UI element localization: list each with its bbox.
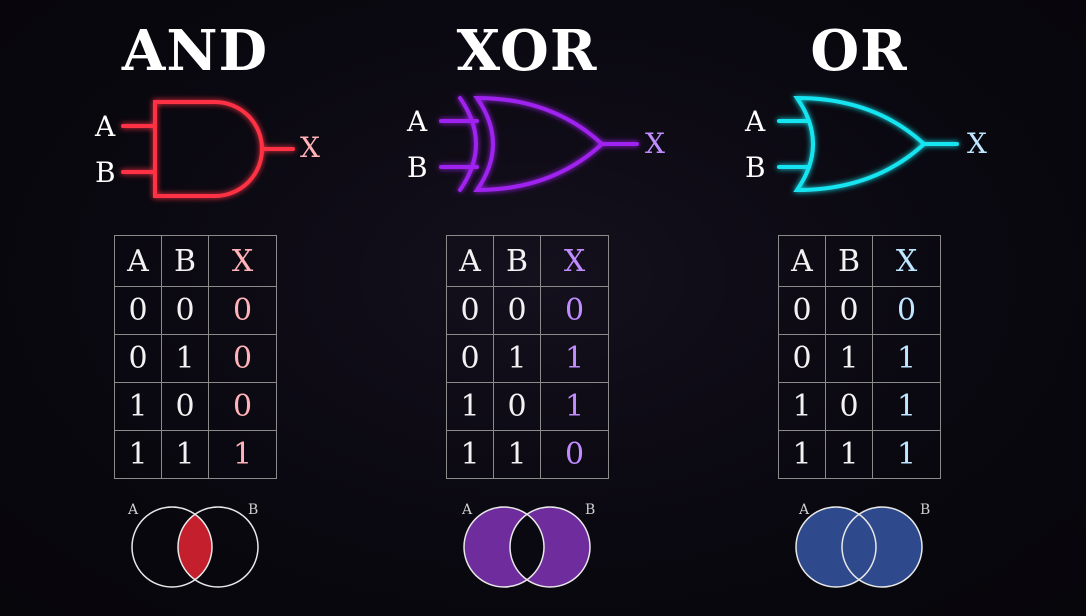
cell-x: 0: [540, 430, 609, 479]
cell-a: 0: [778, 286, 826, 335]
header-b: B: [493, 235, 541, 287]
cell-a: 1: [446, 382, 494, 431]
xor-gate-path: [439, 95, 639, 193]
header-x: X: [540, 235, 609, 287]
and-gate-path: [121, 100, 295, 198]
venn-circle-b: [509, 506, 591, 588]
header-b: B: [825, 235, 873, 287]
cell-b: 1: [493, 334, 541, 383]
venn-diagram-union: [795, 506, 923, 588]
output-x-label: X: [967, 127, 987, 160]
or-gate-symbol: [777, 95, 959, 193]
cell-a: 0: [446, 286, 494, 335]
header-x: X: [208, 235, 277, 287]
input-b-label: B: [745, 151, 766, 184]
header-x: X: [872, 235, 941, 287]
venn-intersection-empty: [510, 507, 544, 587]
venn-label-a: A: [462, 502, 473, 518]
output-x-label: X: [645, 127, 665, 160]
gate-title: AND: [121, 18, 269, 84]
input-b-label: B: [407, 151, 428, 184]
cell-b: 1: [161, 334, 209, 383]
venn-label-a: A: [128, 502, 139, 518]
venn-label-b: B: [585, 502, 596, 518]
venn-circle-a: [795, 506, 877, 588]
cell-b: 0: [161, 382, 209, 431]
cell-x: 1: [872, 430, 941, 479]
cell-x: 1: [872, 382, 941, 431]
header-a: A: [778, 235, 826, 287]
input-a-label: A: [745, 105, 766, 138]
venn-diagram-intersection: [131, 506, 259, 588]
input-a-label: A: [95, 110, 116, 143]
xor-gate-symbol: [439, 95, 639, 193]
cell-b: 1: [493, 430, 541, 479]
cell-a: 0: [446, 334, 494, 383]
cell-b: 0: [825, 286, 873, 335]
cell-a: 1: [114, 430, 162, 479]
cell-x: 1: [540, 382, 609, 431]
cell-b: 0: [825, 382, 873, 431]
venn-label-b: B: [920, 502, 931, 518]
gate-title: XOR: [456, 18, 598, 84]
cell-b: 0: [161, 286, 209, 335]
venn-label-a: A: [799, 502, 810, 518]
cell-a: 1: [114, 382, 162, 431]
gate-title: OR: [810, 18, 908, 84]
cell-a: 1: [778, 430, 826, 479]
cell-x: 1: [872, 334, 941, 383]
venn-diagram-symmetric-difference: [463, 506, 591, 588]
input-a-label: A: [407, 105, 428, 138]
cell-a: 0: [778, 334, 826, 383]
cell-b: 0: [493, 286, 541, 335]
input-b-label: B: [95, 156, 116, 189]
cell-b: 1: [825, 430, 873, 479]
cell-b: 0: [493, 382, 541, 431]
cell-x: 0: [208, 286, 277, 335]
venn-circle-a: [131, 506, 213, 588]
venn-circle-a: [463, 506, 545, 588]
cell-x: 1: [540, 334, 609, 383]
header-a: A: [446, 235, 494, 287]
output-x-label: X: [300, 131, 320, 164]
venn-circle-b: [841, 506, 923, 588]
cell-x: 0: [872, 286, 941, 335]
cell-b: 1: [161, 430, 209, 479]
cell-x: 1: [208, 430, 277, 479]
cell-x: 0: [208, 334, 277, 383]
cell-x: 0: [540, 286, 609, 335]
cell-a: 1: [778, 382, 826, 431]
venn-intersection-fill: [178, 507, 212, 587]
or-gate-path: [777, 95, 959, 193]
venn-circle-b: [177, 506, 259, 588]
and-gate-symbol: [121, 100, 295, 198]
cell-x: 0: [208, 382, 277, 431]
header-a: A: [114, 235, 162, 287]
cell-b: 1: [825, 334, 873, 383]
venn-label-b: B: [248, 502, 259, 518]
header-b: B: [161, 235, 209, 287]
cell-a: 1: [446, 430, 494, 479]
cell-a: 0: [114, 286, 162, 335]
venn-b-fill: [842, 507, 922, 587]
cell-a: 0: [114, 334, 162, 383]
